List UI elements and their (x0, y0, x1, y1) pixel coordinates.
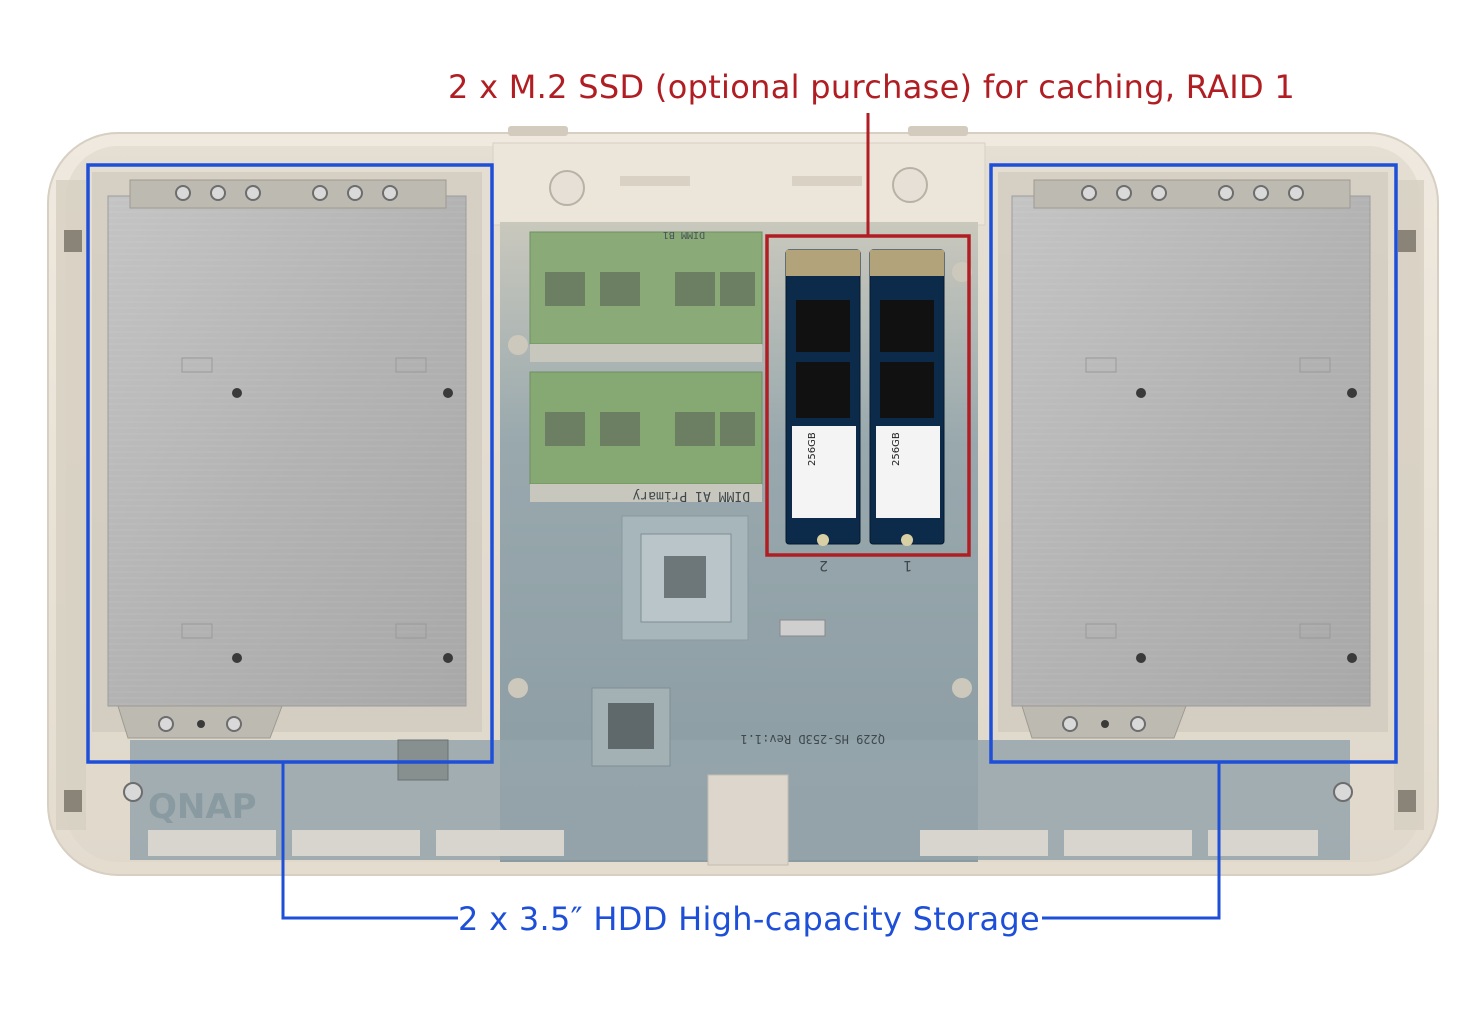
lower-heatsink-1 (148, 830, 276, 856)
board-standoff-4 (952, 262, 972, 282)
top-latch-right (908, 126, 968, 136)
ssd-2-capacity: 256GB (891, 432, 902, 466)
m2-slot-mark-2: 2 (819, 557, 828, 573)
lower-screw-right (1333, 782, 1353, 802)
lower-screw-left (123, 782, 143, 802)
left-clip-bottom (64, 790, 82, 812)
right-clip-top (1398, 230, 1416, 252)
m2-ssd-1 (785, 249, 861, 546)
sodimm-connector (779, 619, 826, 637)
right-side-rail (1394, 180, 1424, 830)
lower-heatsink-5 (1064, 830, 1192, 856)
dimm-a1-label: DIMM A1 Primary (632, 488, 750, 503)
board-id: Q229 HS-253D Rev:1.1 (741, 732, 886, 746)
dimm-a1 (529, 371, 763, 502)
bracket-slot-left (620, 176, 690, 186)
lower-heatsink-4 (920, 830, 1048, 856)
center-bottom-bracket (707, 774, 789, 866)
board-standoff-3 (952, 678, 972, 698)
lower-heatsink-2 (292, 830, 420, 856)
board-standoff-2 (508, 678, 528, 698)
hdd-highlight-box-left (86, 163, 494, 764)
left-drive-plate (92, 172, 482, 739)
pch-chip (591, 687, 671, 767)
ssd-1-capacity: 256GB (807, 432, 818, 466)
hdd-highlight-box-right (989, 163, 1398, 764)
m2-slot-mark-1: 1 (903, 557, 912, 573)
dimm-b1 (529, 231, 763, 362)
cpu-package (621, 515, 749, 641)
hdd-leader-right (1042, 762, 1221, 920)
right-drive-plate (998, 172, 1388, 739)
lower-heatsink-6 (1208, 830, 1318, 856)
ssd-callout-label: 2 x M.2 SSD (optional purchase) for cach… (447, 68, 1296, 106)
brand-mark: QNAP (148, 787, 257, 827)
m2-ssd-2 (869, 249, 945, 546)
board-standoff-1 (508, 335, 528, 355)
hdd-leader-left (281, 762, 458, 920)
right-clip-bottom (1398, 790, 1416, 812)
left-clip-top (64, 230, 82, 252)
bracket-screw-right (892, 167, 928, 203)
lower-chip-left (397, 739, 449, 781)
top-latch-left (508, 126, 568, 136)
lower-heatsink-3 (436, 830, 564, 856)
dimm-b1-label: DIMM B1 (663, 229, 705, 240)
bracket-screw-left (549, 170, 585, 206)
left-side-rail (56, 180, 86, 830)
bracket-slot-right (792, 176, 862, 186)
hdd-callout-label: 2 x 3.5″ HDD High-capacity Storage (458, 900, 1040, 938)
